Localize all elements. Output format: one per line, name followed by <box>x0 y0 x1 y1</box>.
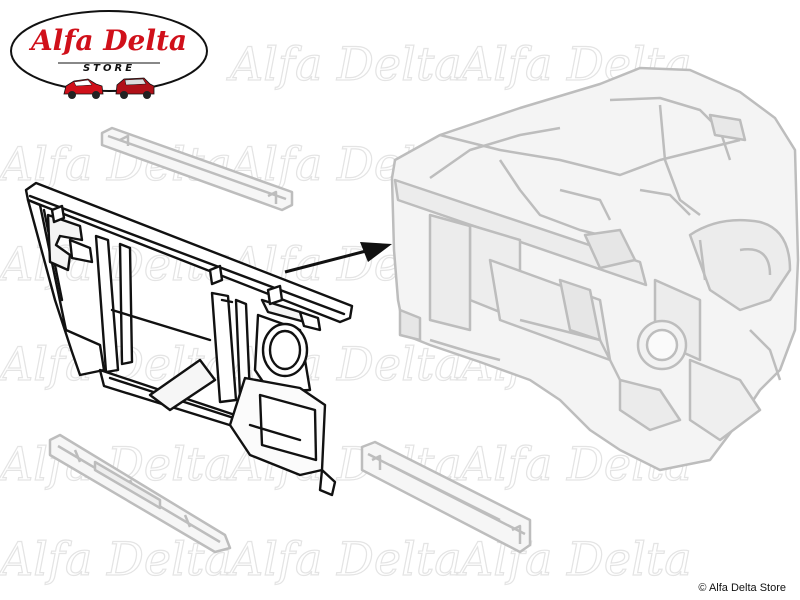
front-panel-part[interactable] <box>24 181 354 497</box>
store-logo-graphic: Alfa Delta STORE <box>10 10 208 99</box>
upper-crossmember-ghost <box>100 126 294 212</box>
lower-crossmember-ghost <box>48 433 232 554</box>
watermark-text: Alfa Delta <box>226 37 462 91</box>
logo-oval <box>10 10 208 92</box>
arrow-head <box>360 242 392 262</box>
logo-brand-text: Alfa Delta <box>28 24 187 57</box>
car-body-ghost <box>390 66 800 472</box>
logo-car-icon <box>63 78 104 99</box>
assembly-arrow <box>284 242 392 274</box>
watermark-text: Alfa Delta <box>456 532 692 586</box>
store-logo[interactable]: Alfa Delta STORE <box>8 6 210 104</box>
arrow-shaft <box>284 248 371 274</box>
copyright-notice: © Alfa Delta Store <box>698 582 786 594</box>
watermark-text: Alfa Delta <box>226 532 462 586</box>
radiator-support-rail-ghost <box>360 440 532 554</box>
logo-car-icon <box>115 77 155 99</box>
logo-store-text: STORE <box>83 63 135 74</box>
